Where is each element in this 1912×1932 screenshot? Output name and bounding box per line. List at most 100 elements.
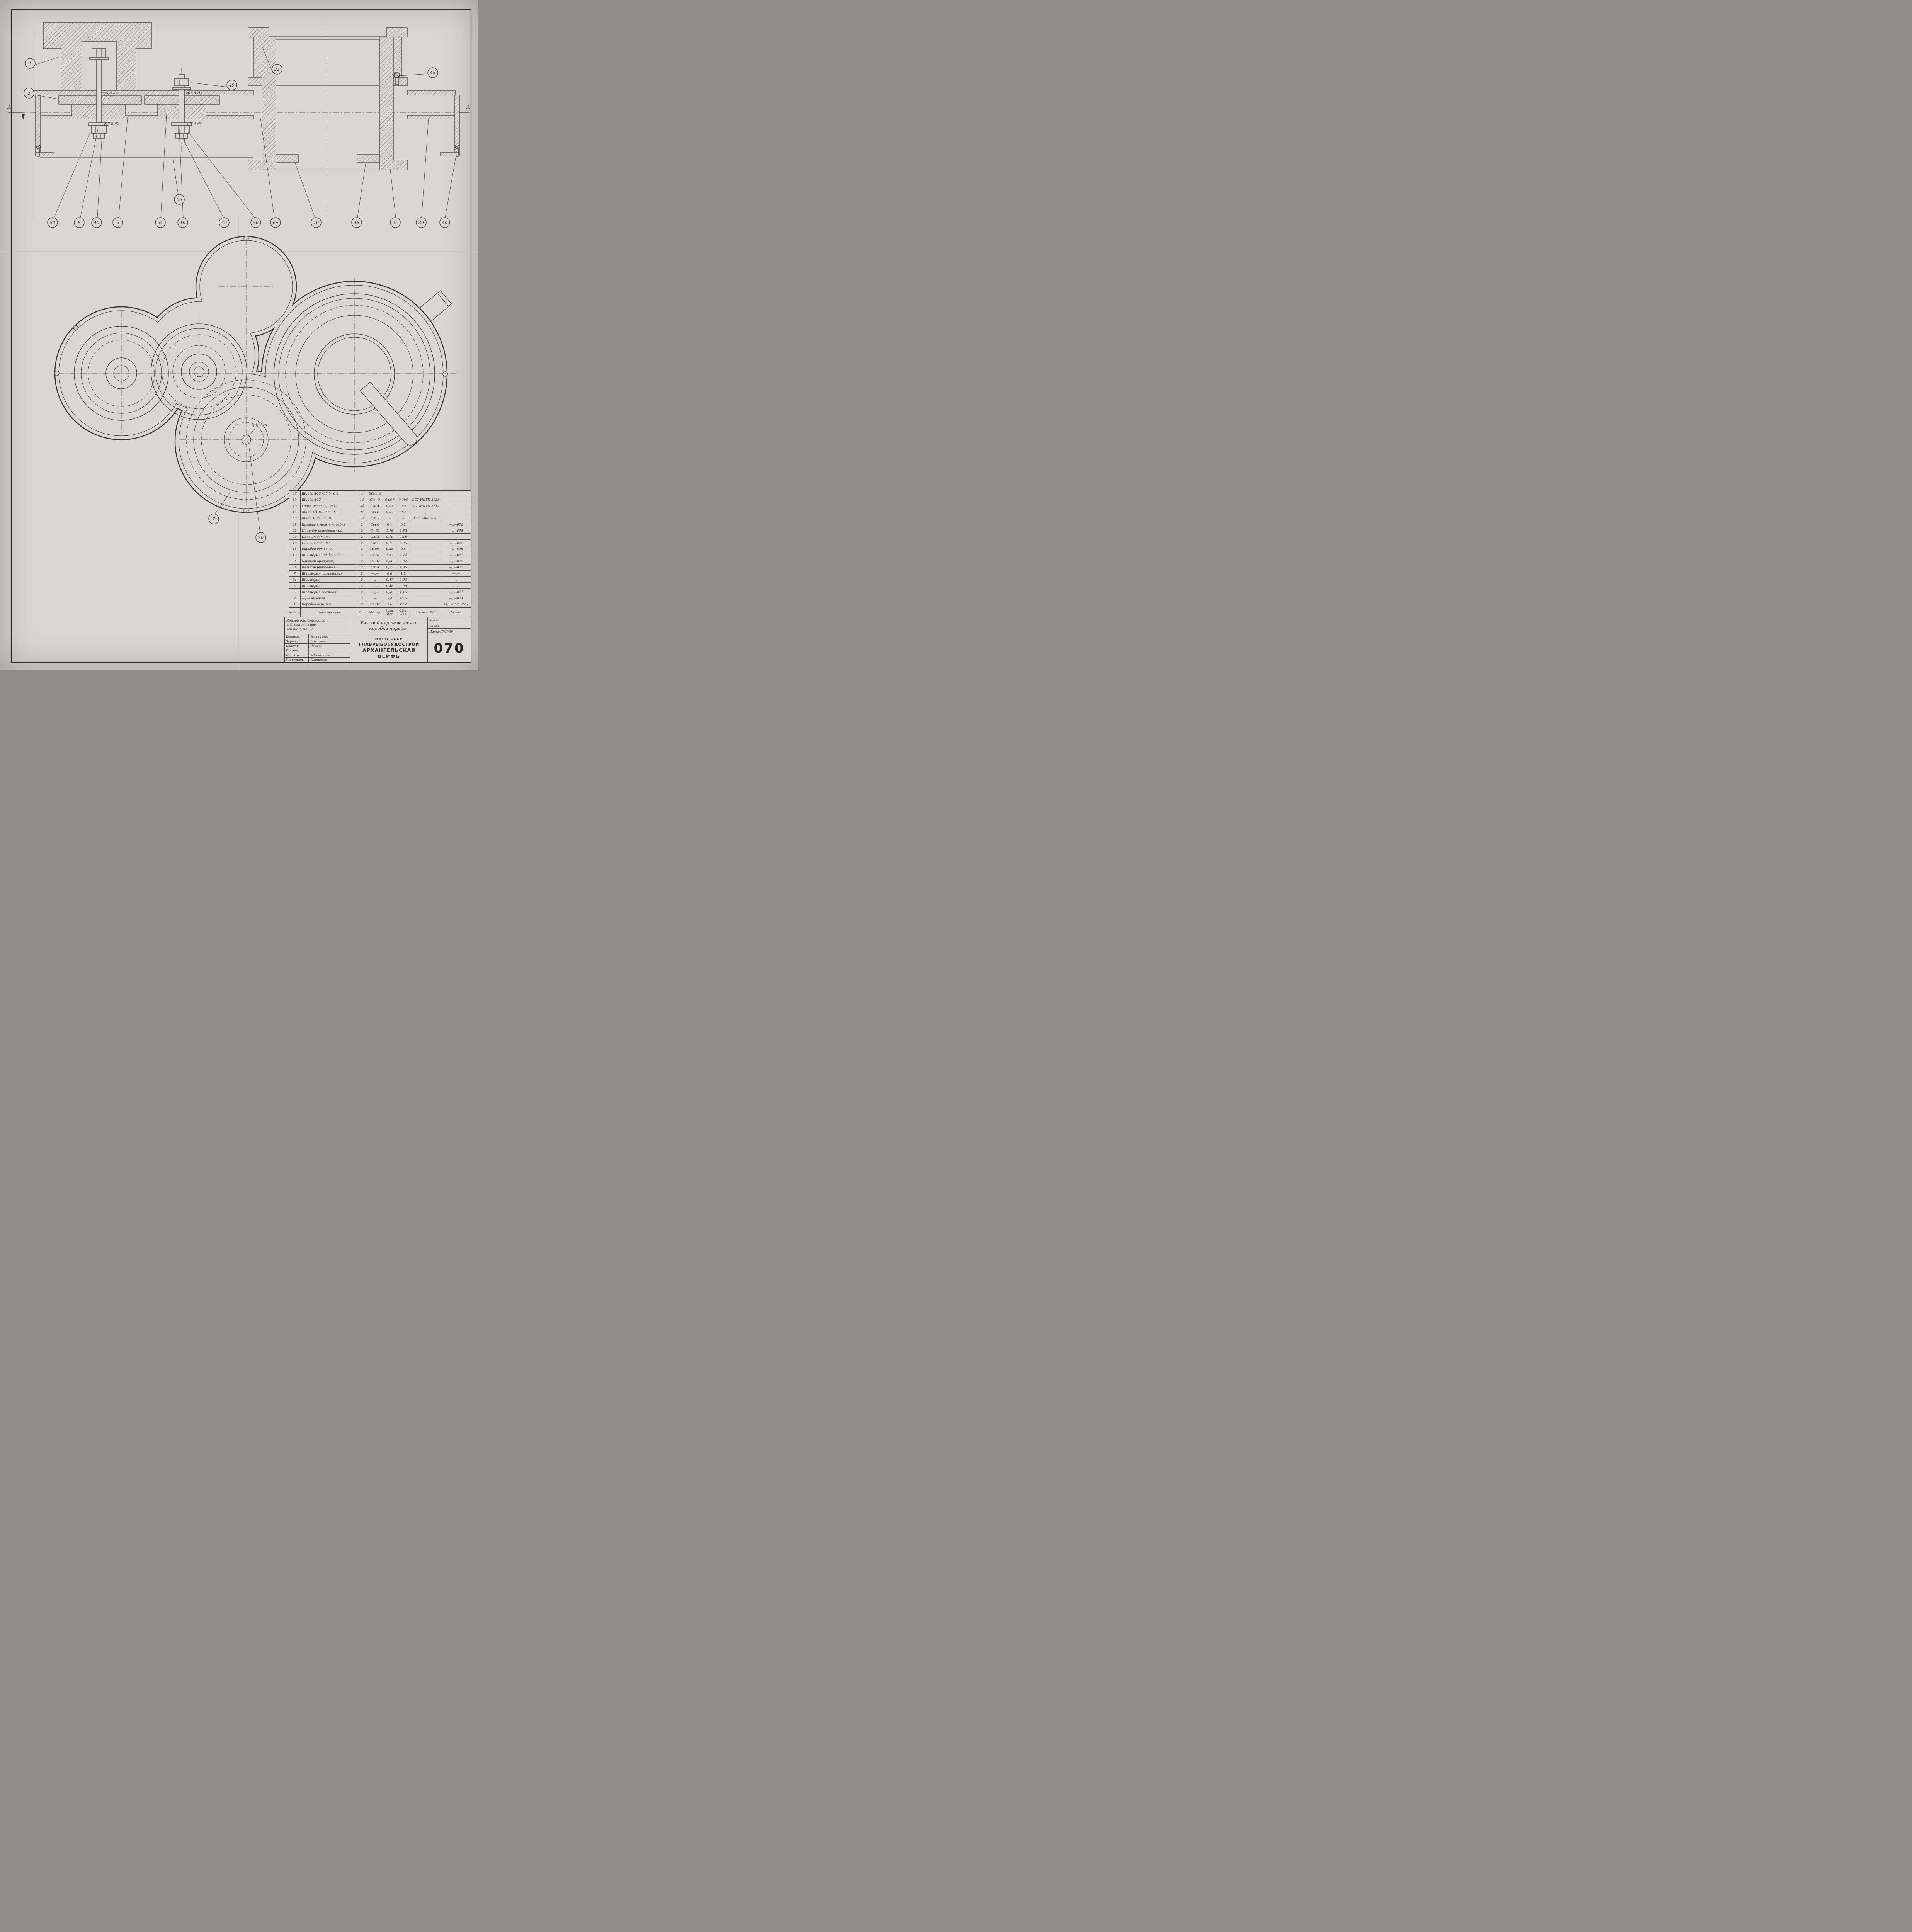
cell-part-name: Шестерня паразитная <box>301 570 357 577</box>
cell-part-no: 66 <box>289 491 301 497</box>
bottom-plate-left <box>35 115 254 119</box>
cell-part-no: 10 <box>289 552 301 558</box>
cell-part-name: Шестерня (на барабан) <box>301 552 357 558</box>
screw-40-right <box>455 145 459 157</box>
svg-text:45: 45 <box>430 70 435 75</box>
cell-qty: 2 <box>357 564 367 570</box>
cell-part-no: 6а <box>289 577 301 583</box>
top-plate-right <box>407 90 456 95</box>
cell-qty: 4 <box>357 491 367 497</box>
col-header-weight-one: 1шт. Вес <box>383 608 396 617</box>
balloon-19: 19 <box>177 217 188 228</box>
table-row: 7 Шестерня паразитная 2 —„— 0,6 1,2 —„— <box>289 570 471 577</box>
cell-part-no: 2 <box>289 595 301 601</box>
cell-weight-total: 0,96 <box>396 583 410 589</box>
gear-left <box>74 326 169 421</box>
cell-material: Ст 4 <box>367 503 383 509</box>
svg-text:10: 10 <box>313 220 319 225</box>
table-row: 20 Палец к дет. №7 2 Ст 3 0,19 0,38 —„— <box>289 534 471 540</box>
cell-weight-one: 1,37 <box>383 552 396 558</box>
drawing-frame <box>10 9 472 663</box>
svg-text:2: 2 <box>27 91 31 96</box>
cell-weight-total: 0,26 <box>396 540 410 546</box>
dim-label-f16: ф16 А₃/Х₃ <box>186 91 202 95</box>
cell-weight-total: 0,9 <box>396 503 410 509</box>
cell-weight-one: 0,58 <box>383 589 396 595</box>
cell-weight-total: 5,32 <box>396 558 410 564</box>
table-row: 39 Крышка к нижн. коробке 2 Ст О 0,1 0,2… <box>289 521 471 528</box>
signature-name: Афиногенов <box>311 653 330 657</box>
project-description: Койлер для сейнерной лебедки тяговое уси… <box>285 617 350 634</box>
cell-ost <box>410 577 441 583</box>
cell-part-no: 45 <box>289 509 301 515</box>
cell-material: Жесть <box>367 491 383 497</box>
cell-part-name: Шестерня ведущая <box>301 589 357 595</box>
housing-nozzle <box>420 290 452 321</box>
table-row: 18 Барабан вставной 2 Л. ст 0,25 0,5 —„—… <box>289 546 471 552</box>
col-header-no: № дет. <box>289 608 301 617</box>
cell-weight-one: 0,03 <box>383 509 396 515</box>
cell-part-name: Шайба ф12×35 б=0,2 <box>301 491 357 497</box>
signature-role: Провер. <box>285 648 309 653</box>
balloon-20: 20 <box>255 532 266 543</box>
table-row: 49 Гайка шестигр. М12 34 Ст 4 0,03 0,9 О… <box>289 503 471 509</box>
cell-note <box>441 515 471 521</box>
cell-material: Ст 3 <box>367 515 383 521</box>
cell-qty: 2 <box>357 527 367 534</box>
table-row: 2 —„— нижняя 2 — 5,4 10,6 —„—074 <box>289 595 471 602</box>
screw-40-left <box>36 145 41 157</box>
bottom-plate-right <box>407 115 456 119</box>
table-row: 50 Шайба ф12 14 Ст. О 0,007 0,098 ОСТ/НК… <box>289 497 471 503</box>
cell-qty: 14 <box>357 497 367 503</box>
cell-ost <box>410 527 441 534</box>
right-foot <box>440 152 460 156</box>
table-row: 10 Шестерня (на барабан) 2 Сч-32 1,37 2,… <box>289 552 471 558</box>
cell-part-no: 22 <box>289 527 301 534</box>
table-row: 19 Палец к дет. №6 2 Ст 3 0,13 0,26 —„—0… <box>289 540 471 546</box>
project-line-2: лебедки тяговое <box>286 622 316 627</box>
cell-ost <box>410 521 441 527</box>
cell-ost: ОСТ 20007-38 <box>410 515 441 521</box>
scale-value: М-1:1 <box>428 617 471 623</box>
cell-weight-one: 0,47 <box>383 577 396 583</box>
cell-weight-one: 0,03 <box>383 503 396 509</box>
cell-note: —„—075 <box>449 528 463 532</box>
cell-qty: 2 <box>357 595 367 601</box>
cell-note: —„— <box>452 583 460 588</box>
cell-material: —„— <box>367 589 383 595</box>
cell-material: Сч-32 <box>367 527 383 534</box>
cell-weight-total: 10,6 <box>396 595 410 601</box>
cell-ost <box>410 595 441 601</box>
svg-text:40: 40 <box>442 220 447 225</box>
table-row: 40 Винт М3×8 т. III 12 Ст 3 – – ОСТ 2000… <box>289 515 471 522</box>
cell-part-name: Валик вертикальный <box>301 564 357 570</box>
drum-slot <box>360 382 417 446</box>
cell-weight-one: 0,19 <box>383 534 396 540</box>
balloon-6a: 6а <box>270 217 281 228</box>
cell-ost <box>410 546 441 552</box>
col-header-material: Матер. <box>367 608 383 617</box>
dim-label-f17: ф17 А₃/Х₃ <box>187 121 202 125</box>
cell-part-name: Барабан вставной <box>301 546 357 552</box>
cell-weight-one: 0,1 <box>383 521 396 527</box>
cell-material: Ст 3 <box>367 534 383 540</box>
svg-text:49: 49 <box>94 220 99 225</box>
cell-qty: 2 <box>357 601 367 607</box>
screw-45 <box>394 72 400 85</box>
cell-part-no: 8 <box>289 564 301 570</box>
cell-ost <box>410 583 441 589</box>
svg-text:6а: 6а <box>273 220 278 225</box>
cell-part-no: 39 <box>289 521 301 527</box>
dim-label-f17b: ф17 Б₂/Х₃ <box>104 122 119 126</box>
signature-row: Гл. инжен. Натросов <box>285 658 350 662</box>
signature-role: Копиров. <box>285 634 309 639</box>
date-value: Дата-17/II-39 <box>429 629 453 634</box>
cell-weight-one: 0,25 <box>383 546 396 552</box>
parts-table: 66 Шайба ф12×35 б=0,2 4 Жесть 50 Шайба ф… <box>289 490 471 617</box>
dim-label-f20: ф20 А₃/Х₃ <box>103 91 119 95</box>
cell-ost <box>410 601 441 607</box>
dim-label-f12: ф12 А₃/Х₃ <box>253 423 269 427</box>
balloon-49-top: 49 <box>226 80 237 90</box>
signature-role: Констр. <box>285 644 309 648</box>
cell-weight-total: 0,94 <box>396 577 410 583</box>
